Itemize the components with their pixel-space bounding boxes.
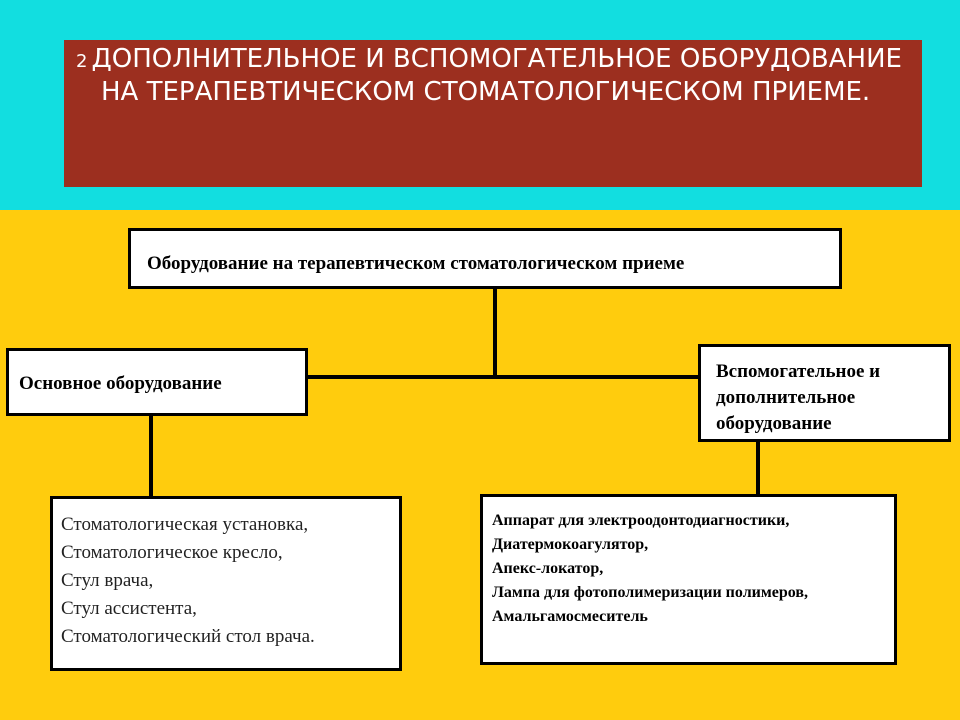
slide-number: 2 <box>76 51 88 72</box>
list-item: Диатермокоагулятор, <box>492 536 649 553</box>
title-panel <box>64 40 922 187</box>
list-item: Амальгамосмеситель <box>492 608 648 625</box>
list-item: Стул ассистента, <box>61 598 197 619</box>
list-item: Апекс-локатор, <box>492 560 604 577</box>
list-item: Стоматологическая установка, <box>61 514 309 535</box>
root-node: Оборудование на терапевтическом стоматол… <box>128 228 842 289</box>
aux-equipment-node: Вспомогательное и дополнительное оборудо… <box>698 344 951 442</box>
root-node-label: Оборудование на терапевтическом стоматол… <box>147 253 685 274</box>
main-equipment-node: Основное оборудование <box>6 348 308 416</box>
list-item: Стул врача, <box>61 570 154 591</box>
main-equipment-list: Стоматологическая установка, Стоматологи… <box>50 496 402 671</box>
list-item: Аппарат для электроодонтодиагностики, <box>492 512 790 529</box>
list-item: Стоматологическое кресло, <box>61 542 283 563</box>
aux-equipment-list: Аппарат для электроодонтодиагностики, Ди… <box>480 494 897 665</box>
main-equipment-label: Основное оборудование <box>19 373 222 394</box>
aux-equipment-label: Вспомогательное и дополнительное оборудо… <box>716 361 881 434</box>
slide-title-text: ДОПОЛНИТЕЛЬНОЕ И ВСПОМОГАТЕЛЬНОЕ ОБОРУДО… <box>91 44 902 107</box>
list-item: Лампа для фотополимеризации полимеров, <box>492 584 809 601</box>
list-item: Стоматологический стол врача. <box>61 626 315 647</box>
